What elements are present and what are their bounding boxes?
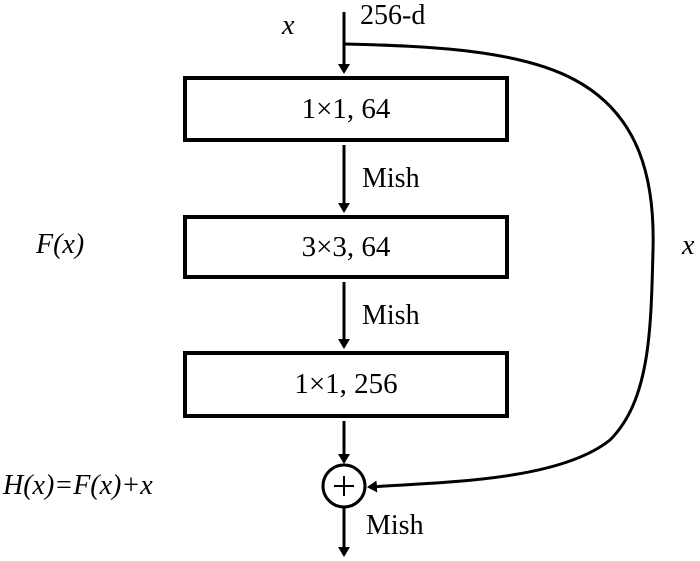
conv-layer-1: 1×1, 64 bbox=[183, 76, 509, 142]
input-label: x bbox=[282, 10, 295, 41]
output-formula: H(x)=F(x)+x bbox=[3, 470, 153, 501]
conv-layer-3: 1×1, 256 bbox=[183, 351, 509, 418]
shortcut-connection bbox=[343, 42, 655, 493]
activation-label-3: Mish bbox=[366, 510, 424, 541]
shortcut-label: x bbox=[682, 230, 695, 261]
activation-label-1: Mish bbox=[362, 163, 420, 194]
conv-layer-3-label: 1×1, 256 bbox=[294, 368, 398, 400]
conv-layer-1-label: 1×1, 64 bbox=[301, 92, 391, 125]
residual-function-label: F(x) bbox=[36, 229, 85, 260]
input-dimension-label: 256-d bbox=[360, 0, 426, 31]
conv-layer-2-label: 3×3, 64 bbox=[301, 230, 391, 263]
activation-label-2: Mish bbox=[362, 300, 420, 331]
conv-layer-2: 3×3, 64 bbox=[183, 215, 509, 279]
